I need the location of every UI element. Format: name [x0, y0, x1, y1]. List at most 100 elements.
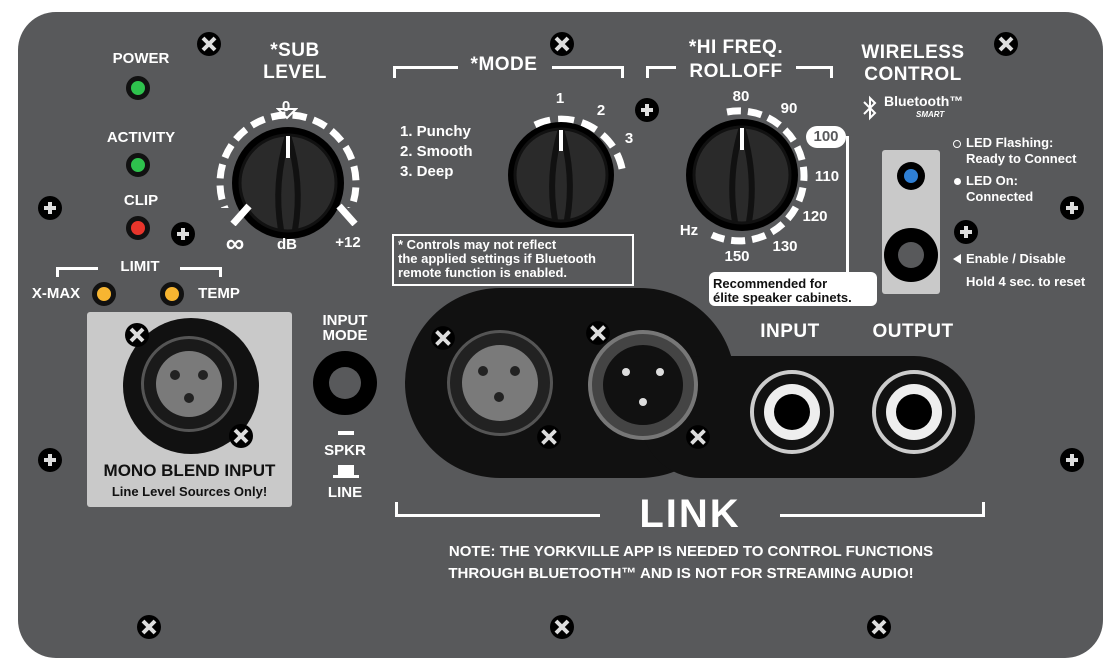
mode-footnote-line-2: the applied settings if Bluetooth: [398, 251, 596, 266]
hifreq-title-1: *HI FREQ.: [688, 37, 784, 58]
sub-level-max-mark: +12: [335, 234, 361, 251]
link-title: LINK: [639, 492, 741, 536]
recommendation-box: [709, 272, 877, 306]
screw-icon: [197, 32, 221, 56]
bluetooth-logo-sub: SMART: [916, 110, 945, 119]
sub-level-unit: dB: [277, 236, 297, 253]
link-bracket-right-tick: [982, 502, 985, 517]
temp-led: [160, 282, 184, 306]
app-note-line-2: THROUGH BLUETOOTH™ AND IS NOT FOR STREAM…: [448, 565, 914, 582]
xlr-pin-icon: [478, 366, 488, 376]
sub-level-max-tick: [336, 203, 358, 226]
xlr-pin-icon: [198, 370, 208, 380]
temp-label: TEMP: [198, 285, 240, 302]
xlr-pin-icon: [184, 393, 194, 403]
mono-blend-title: MONO BLEND INPUT: [103, 461, 276, 480]
switch-down-indicator-base: [333, 475, 359, 478]
link-xlr-in-jack[interactable]: [462, 345, 538, 421]
input-mode-title-2: MODE: [322, 327, 368, 344]
sub-level-knob[interactable]: [213, 108, 363, 258]
solid-indicator-icon: [954, 178, 961, 185]
screw-icon: [1060, 196, 1084, 220]
screw-icon: [38, 448, 62, 472]
input-mode-option-spkr: SPKR: [324, 442, 366, 459]
mode-position-3: 3: [624, 130, 634, 147]
power-led: [126, 76, 150, 100]
xlr-pin-icon: [656, 368, 664, 376]
clip-label: CLIP: [123, 192, 159, 209]
hifreq-bracket-right: [796, 66, 833, 69]
screw-icon: [137, 615, 161, 639]
screw-icon: [635, 98, 659, 122]
xlr-pin-icon: [510, 366, 520, 376]
mode-bracket-left-tick: [393, 66, 396, 78]
input-mode-option-line: LINE: [327, 484, 363, 501]
mono-blend-xlr-jack[interactable]: [156, 351, 222, 417]
recommendation-line-1: Recommended for: [713, 276, 828, 291]
bluetooth-enable-button[interactable]: [898, 242, 924, 268]
wireless-title-2: CONTROL: [864, 64, 962, 85]
screw-icon: [171, 222, 195, 246]
status-flashing-line-2: Ready to Connect: [966, 151, 1077, 166]
input-mode-title-1: INPUT: [322, 312, 368, 329]
hifreq-mark-120: 120: [802, 208, 828, 225]
input-mode-switch[interactable]: [329, 367, 361, 399]
status-on-line-2: Connected: [966, 189, 1034, 204]
screw-icon: [125, 323, 149, 347]
mode-option-3: 3. Deep: [400, 163, 454, 180]
sub-level-min-tick: [230, 203, 252, 226]
hifreq-bracket-left: [646, 66, 676, 69]
link-input-label: INPUT: [760, 321, 820, 342]
bluetooth-led: [904, 169, 918, 183]
switch-up-indicator-icon: [338, 431, 354, 435]
recommendation-line-2: élite speaker cabinets.: [713, 290, 852, 305]
mode-knob[interactable]: [495, 105, 635, 235]
limit-bracket-left: [56, 267, 98, 270]
screw-icon: [1060, 448, 1084, 472]
screw-icon: [431, 326, 455, 350]
screw-icon: [550, 32, 574, 56]
mode-position-1: 1: [555, 90, 565, 107]
mode-option-2: 2. Smooth: [400, 143, 473, 160]
hifreq-bracket-left-tick: [646, 66, 649, 78]
xlr-pin-icon: [170, 370, 180, 380]
link-input-jack[interactable]: [774, 394, 810, 430]
mode-position-2: 2: [596, 102, 606, 119]
hifreq-unit: Hz: [679, 222, 699, 239]
sub-level-title-1: *SUB: [270, 40, 320, 61]
mode-title: *MODE: [470, 54, 538, 75]
pointer-left-icon: [953, 254, 961, 264]
xlr-pin-icon: [494, 392, 504, 402]
hifreq-mark-130: 130: [772, 238, 798, 255]
mono-blend-subtitle: Line Level Sources Only!: [111, 484, 268, 499]
screw-icon: [38, 196, 62, 220]
status-on-line-1: LED On:: [966, 173, 1018, 188]
sub-level-zero-mark: 0: [281, 98, 291, 115]
link-xlr-out-jack[interactable]: [603, 345, 683, 425]
link-bracket-left: [395, 514, 600, 517]
limit-bracket-right-tick: [219, 267, 222, 277]
hifreq-knob[interactable]: [672, 100, 822, 250]
hifreq-mark-110: 110: [814, 168, 840, 185]
screw-icon: [954, 220, 978, 244]
mode-bracket-right-tick: [621, 66, 624, 78]
link-output-jack[interactable]: [896, 394, 932, 430]
link-output-label: OUTPUT: [872, 321, 954, 342]
wireless-title-1: WIRELESS: [861, 42, 965, 63]
activity-led: [126, 153, 150, 177]
screw-icon: [537, 425, 561, 449]
hifreq-mark-100: 100: [813, 128, 839, 145]
mode-footnote-line-3: remote function is enabled.: [398, 265, 568, 280]
screw-icon: [229, 424, 253, 448]
recommendation-connector: [846, 136, 849, 276]
link-bracket-left-tick: [395, 502, 398, 517]
clip-led: [126, 216, 150, 240]
bluetooth-icon: [863, 95, 877, 121]
xmax-label: X-MAX: [31, 285, 81, 302]
link-bracket-right: [780, 514, 985, 517]
screw-icon: [586, 321, 610, 345]
limit-label: LIMIT: [120, 258, 160, 275]
status-flashing-line-1: LED Flashing:: [966, 135, 1054, 150]
hifreq-mark-150: 150: [724, 248, 750, 265]
hifreq-mark-100-badge: [806, 126, 846, 148]
